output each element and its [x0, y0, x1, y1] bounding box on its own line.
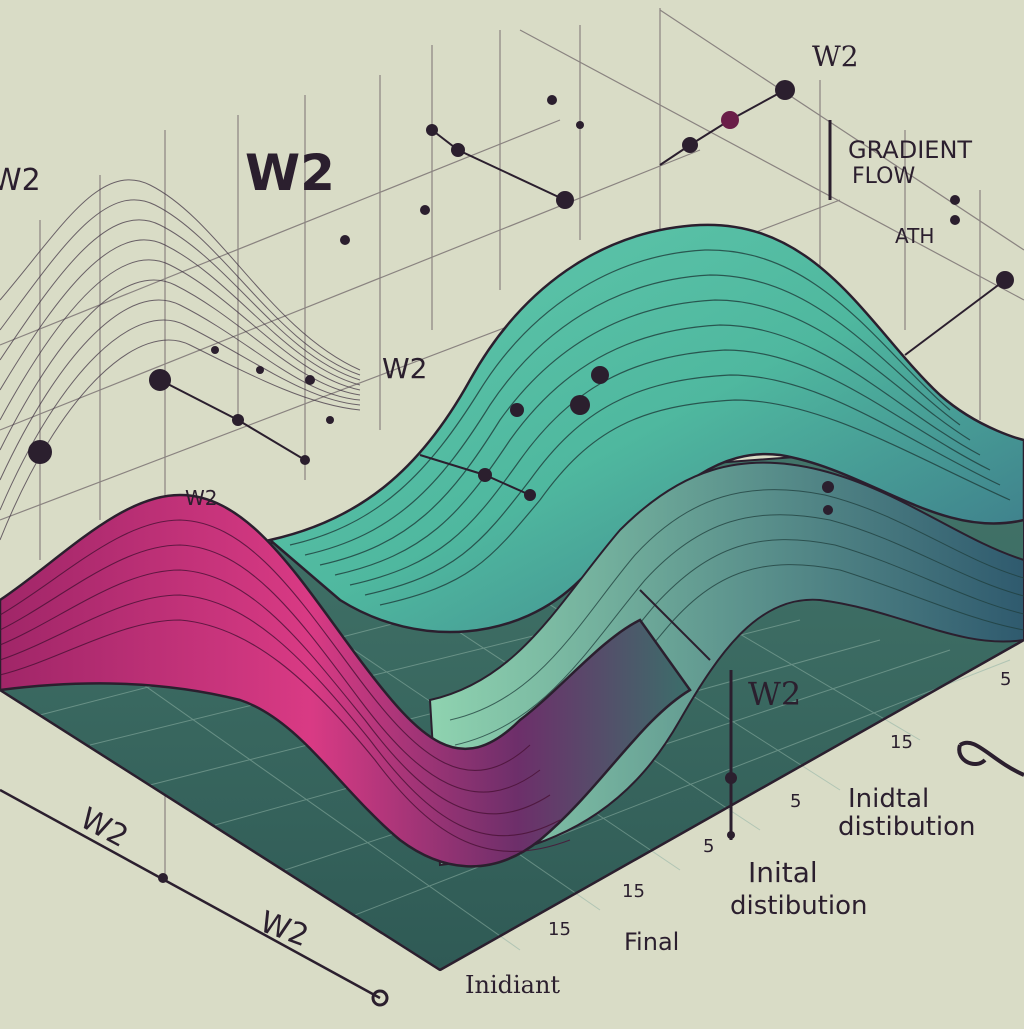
label-inidtal-2: distibution: [838, 812, 975, 842]
ink-mark: [957, 740, 1024, 777]
magenta-contours: [0, 519, 571, 852]
vertical-markers: [729, 120, 832, 840]
tick-5-mid: 5: [790, 791, 801, 812]
tick-5-low: 5: [703, 836, 714, 857]
label-final: Final: [624, 928, 679, 956]
label-flow: FLOW: [852, 164, 915, 189]
label-w2-axis-left: W2: [74, 801, 133, 855]
label-inidiant: Inidiant: [465, 971, 560, 999]
label-w2-top-right: W2: [812, 40, 859, 73]
label-inidtal-1: Inidtal: [848, 784, 929, 814]
background-grid: [0, 8, 1024, 880]
tick-15-right: 15: [890, 732, 913, 753]
label-w2-left-edge: W2: [0, 163, 41, 198]
flow-points: [28, 80, 1014, 1007]
label-w2-mid: W2: [382, 352, 428, 385]
label-inital-1: Inital: [748, 856, 818, 889]
teal-contours: [289, 249, 1011, 606]
label-gradient: GRADIENT: [848, 136, 972, 164]
label-inital-2: distibution: [730, 891, 867, 921]
tick-5-right: 5: [1000, 669, 1011, 690]
label-w2-axis-bottom: W2: [255, 905, 313, 955]
label-path: ATH: [895, 224, 934, 248]
tick-15-low: 15: [622, 881, 645, 902]
label-w2-large: W2: [245, 144, 335, 202]
tick-15-bottom: 15: [548, 919, 571, 940]
label-w2-peak: W2: [185, 486, 218, 510]
label-w2-right: W2: [748, 675, 801, 713]
wireframe-surface: [0, 179, 361, 541]
